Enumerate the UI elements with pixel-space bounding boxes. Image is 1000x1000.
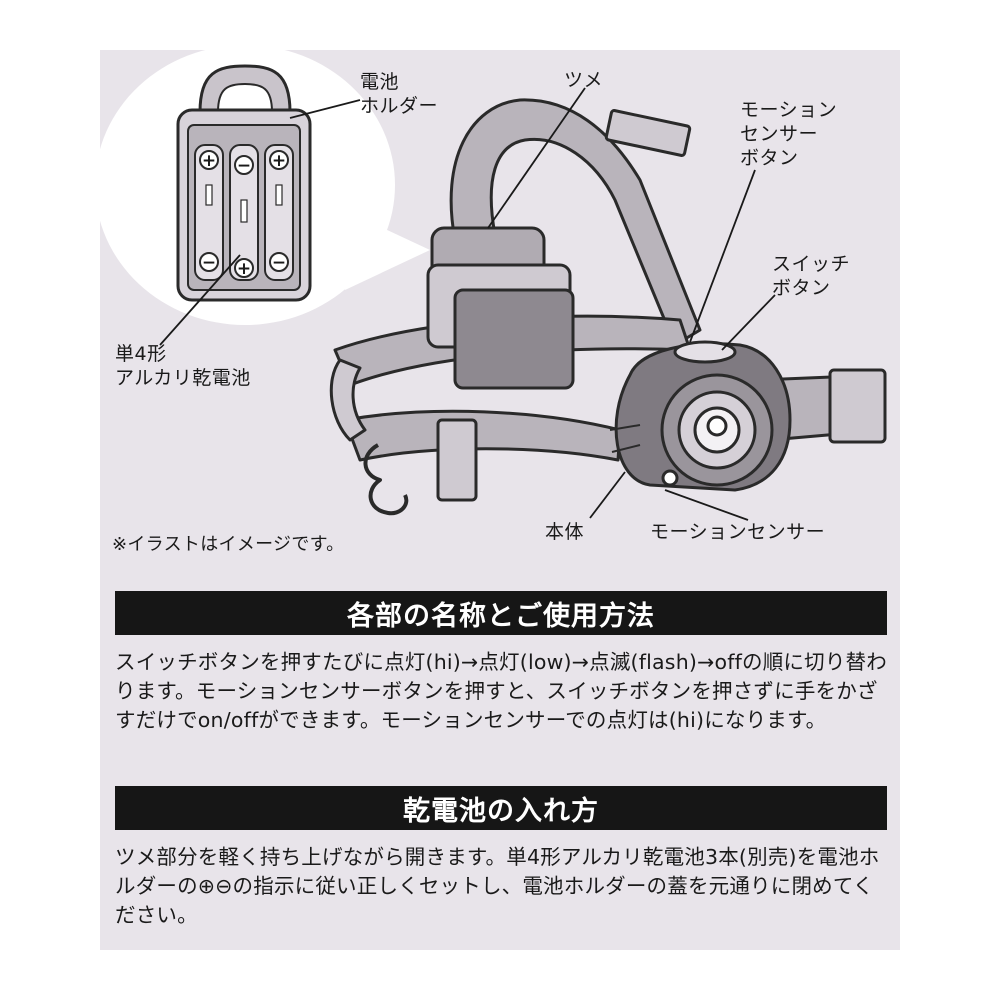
- callout-motion-sensor: モーションセンサー: [650, 521, 826, 543]
- battery-plus-icon: [269, 150, 289, 170]
- headlamp-illustration: + − + − + −: [95, 45, 887, 521]
- battery-minus-icon: [269, 252, 289, 272]
- svg-text:−: −: [202, 253, 216, 273]
- callout-body: 本体: [545, 521, 585, 543]
- battery-plus-icon: [199, 150, 219, 170]
- callout-tsume: ツメ: [564, 69, 604, 91]
- battery-holder-inset: + − + − + −: [95, 45, 430, 325]
- svg-text:+: +: [202, 151, 216, 171]
- section-text-usage: スイッチボタンを押すたびに点灯(hi)→点灯(low)→点滅(flash)→of…: [115, 650, 887, 732]
- callout-switch-button: スイッチ ボタン: [772, 253, 851, 299]
- callout-battery-holder: 電池 ホルダー: [360, 71, 439, 117]
- section-text-battery: ツメ部分を軽く持ち上げながら開きます。単4形アルカリ乾電池3本(別売)を電池ホル…: [115, 845, 880, 927]
- illustration-note: ※イラストはイメージです。: [112, 534, 345, 555]
- svg-text:+: +: [237, 259, 251, 279]
- section-heading-usage: 各部の名称とご使用方法: [115, 591, 887, 635]
- callout-motion-sensor-button: モーション センサー ボタン: [740, 99, 838, 169]
- headlamp-drawing: [329, 98, 887, 516]
- svg-text:−: −: [272, 253, 286, 273]
- callout-leaders: [159, 87, 776, 521]
- battery-plus-icon: [234, 258, 254, 278]
- svg-text:−: −: [237, 156, 251, 176]
- section-heading-battery: 乾電池の入れ方: [115, 786, 887, 830]
- callout-aaa-battery: 単4形 アルカリ乾電池: [115, 343, 251, 389]
- battery-minus-icon: [234, 155, 254, 175]
- battery-minus-icon: [199, 252, 219, 272]
- svg-text:+: +: [272, 151, 286, 171]
